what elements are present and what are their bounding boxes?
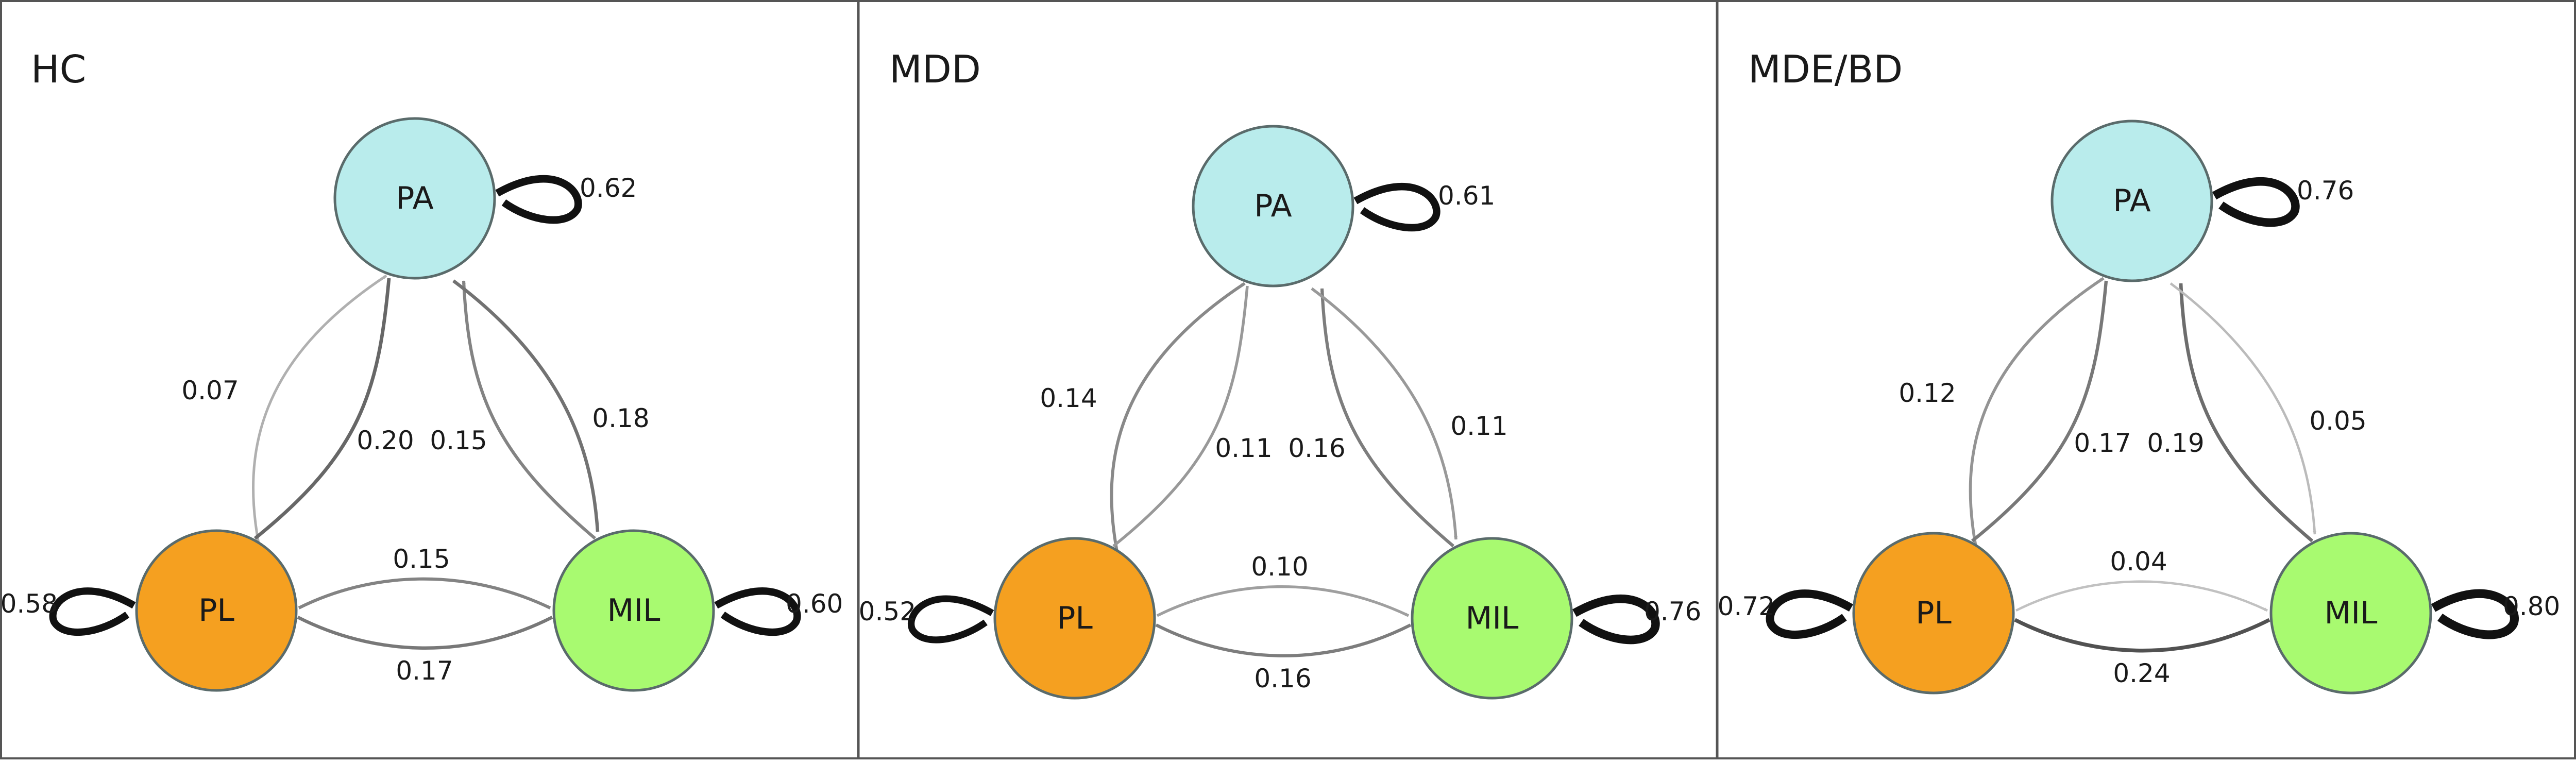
edge-weight-label: 0.24 bbox=[2113, 658, 2170, 688]
edge-pa-to-mil bbox=[452, 279, 600, 532]
self-loop-label: 0.58 bbox=[1, 589, 58, 619]
panel-1: MDD 0.14 0.11 0.16 0.11 0.10 0.16 0.61 0.52 0.76 P… bbox=[859, 47, 1701, 700]
edge-pa-to-pl bbox=[1112, 285, 1249, 548]
node-pa bbox=[2050, 120, 2213, 282]
self-loop-pl bbox=[49, 587, 136, 636]
node-mil bbox=[2269, 532, 2432, 695]
edge-weight-label: 0.07 bbox=[181, 376, 239, 405]
edge-weight-label: 0.18 bbox=[592, 403, 649, 433]
edge-pl-to-mil bbox=[2015, 580, 2268, 612]
node-label-pl: PL bbox=[198, 592, 234, 629]
node-pl bbox=[1852, 532, 2015, 695]
panel-title: MDD bbox=[889, 47, 981, 92]
edge-weight-label: 0.17 bbox=[2074, 428, 2131, 458]
edge-weight-label: 0.05 bbox=[2309, 406, 2366, 436]
self-loop-pa bbox=[1353, 182, 1440, 232]
self-loop-pa bbox=[2212, 177, 2300, 227]
self-loop-mil bbox=[2431, 589, 2519, 639]
self-loop-label: 0.72 bbox=[1718, 591, 1775, 621]
node-label-pa: PA bbox=[2113, 183, 2150, 219]
edge-pa-to-mil bbox=[1311, 287, 1458, 540]
self-loop-pl bbox=[1766, 589, 1853, 639]
edge-weight-label: 0.17 bbox=[396, 656, 453, 686]
edge-weight-label: 0.15 bbox=[430, 426, 487, 455]
self-loop-label: 0.80 bbox=[2503, 591, 2560, 621]
node-mil bbox=[552, 529, 715, 692]
edge-pa-to-pl bbox=[253, 278, 391, 540]
edge-weight-label: 0.11 bbox=[1215, 433, 1272, 463]
edge-mil-to-pa bbox=[1320, 288, 1455, 548]
self-loop-mil bbox=[714, 587, 801, 636]
node-pa bbox=[333, 117, 496, 280]
edge-mil-to-pa bbox=[462, 280, 596, 540]
self-loop-mil bbox=[1572, 594, 1660, 645]
node-mil bbox=[1411, 537, 1573, 700]
self-loop-pa bbox=[495, 175, 582, 224]
node-label-pl: PL bbox=[1057, 600, 1093, 636]
edge-weight-label: 0.04 bbox=[2110, 547, 2167, 577]
self-loop-pl bbox=[907, 595, 994, 644]
edge-weight-label: 0.11 bbox=[1450, 411, 1507, 441]
edge-weight-label: 0.16 bbox=[1288, 433, 1345, 463]
node-label-pl: PL bbox=[1916, 595, 1952, 631]
panel-title: MDE/BD bbox=[1748, 47, 1903, 92]
edge-pl-to-mil bbox=[1156, 585, 1410, 617]
edge-pl-to-pa bbox=[252, 274, 387, 544]
edge-weight-label: 0.14 bbox=[1040, 383, 1097, 413]
edge-weight-label: 0.19 bbox=[2147, 428, 2204, 458]
node-label-mil: MIL bbox=[607, 592, 660, 629]
node-label-pa: PA bbox=[1254, 188, 1292, 224]
self-loop-label: 0.76 bbox=[2297, 176, 2354, 206]
edge-weight-label: 0.16 bbox=[1254, 664, 1311, 693]
self-loop-label: 0.76 bbox=[1644, 597, 1701, 626]
node-pl bbox=[993, 537, 1156, 700]
self-loop-label: 0.60 bbox=[786, 589, 843, 619]
self-loop-label: 0.61 bbox=[1438, 181, 1495, 211]
panel-title: HC bbox=[31, 47, 86, 92]
panel-2: MDE/BD 0.12 0.17 0.19 0.05 0.04 0.24 0.76 0.72 0.… bbox=[1718, 47, 2560, 695]
edge-pa-to-mil bbox=[2170, 282, 2317, 535]
edge-mil-to-pl bbox=[1155, 623, 1412, 657]
node-pa bbox=[1192, 125, 1354, 287]
edge-pl-to-pa bbox=[1969, 277, 2105, 547]
node-label-mil: MIL bbox=[1466, 600, 1519, 636]
edge-weight-label: 0.12 bbox=[1899, 378, 1956, 408]
node-label-pa: PA bbox=[396, 180, 433, 216]
edge-pa-to-pl bbox=[1971, 280, 2108, 543]
edge-weight-label: 0.10 bbox=[1251, 552, 1308, 582]
edge-weight-label: 0.15 bbox=[393, 544, 450, 574]
edge-weight-label: 0.20 bbox=[357, 426, 414, 455]
panel-0: HC 0.07 0.20 0.15 0.18 0.15 0.17 0.62 0.58 0.60 PA… bbox=[1, 47, 843, 692]
edge-pl-to-pa bbox=[1110, 282, 1246, 552]
node-label-mil: MIL bbox=[2325, 595, 2378, 631]
edge-pl-to-mil bbox=[298, 577, 551, 609]
self-loop-label: 0.52 bbox=[859, 597, 916, 626]
self-loop-label: 0.62 bbox=[580, 173, 637, 203]
edge-mil-to-pa bbox=[2179, 283, 2314, 543]
edge-mil-to-pl bbox=[2014, 618, 2270, 653]
edge-mil-to-pl bbox=[297, 616, 553, 650]
node-pl bbox=[135, 529, 298, 692]
